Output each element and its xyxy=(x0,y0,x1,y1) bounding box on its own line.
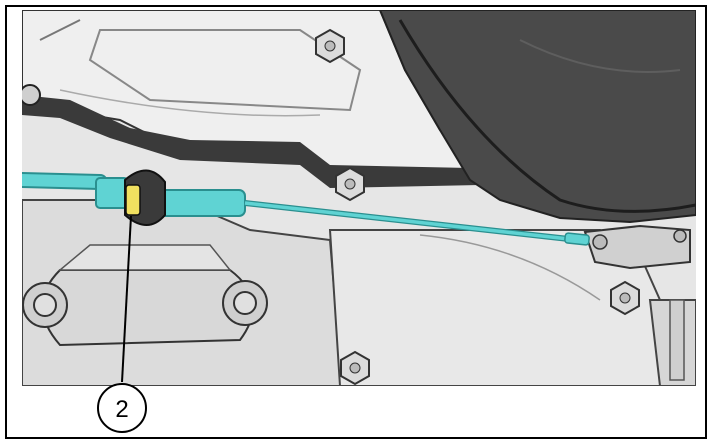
hex-bolt xyxy=(22,84,41,106)
derby-cover xyxy=(378,10,696,224)
cable-grommet xyxy=(124,169,166,226)
callout-label: 2 xyxy=(115,396,128,423)
callout-leader xyxy=(121,215,132,383)
hex-bolt xyxy=(610,280,640,316)
mount-bracket xyxy=(41,269,254,347)
clutch-cable xyxy=(22,172,590,246)
hex-bolt xyxy=(340,350,370,386)
clutch-lever-bracket xyxy=(583,224,691,270)
cover-gasket xyxy=(22,95,480,188)
hex-bolt xyxy=(315,28,345,64)
engine-drawing xyxy=(22,10,696,386)
hex-bolt xyxy=(335,166,365,202)
callout-circle-icon xyxy=(97,383,147,433)
hex-bolt xyxy=(33,291,257,317)
